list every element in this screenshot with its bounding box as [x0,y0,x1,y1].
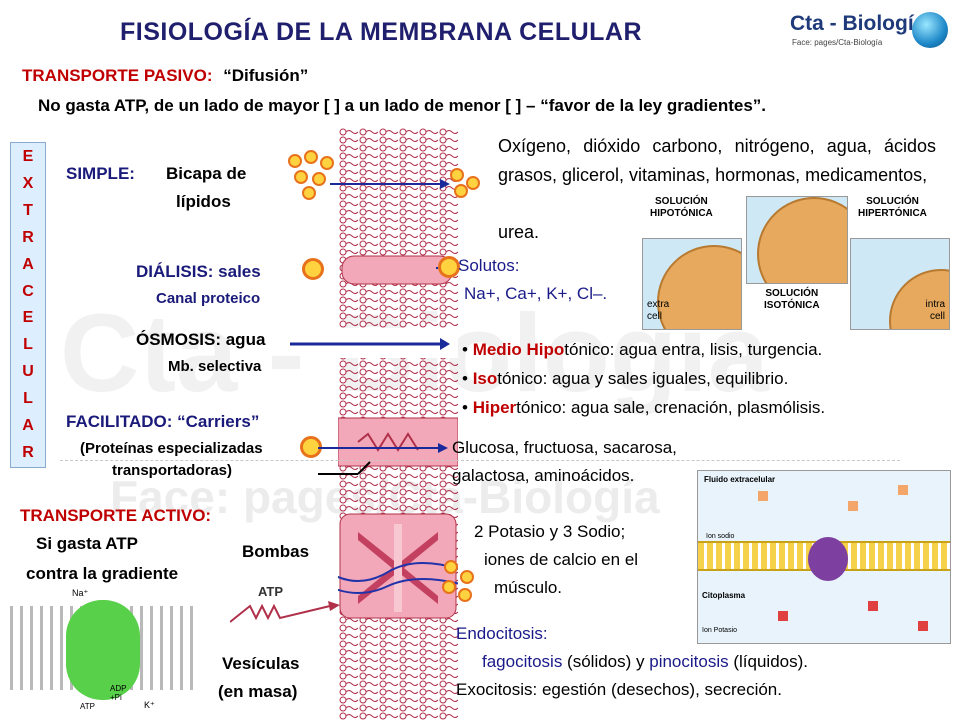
passive-description: No gasta ATP, de un lado de mayor [ ] a … [38,96,767,115]
osmosis-label: ÓSMOSIS: agua [136,330,266,349]
facilitado-arrows [318,443,448,475]
osmosis-sub: Mb. selectiva [168,358,262,375]
atp-label: ATP [258,584,284,599]
vesiculas-sub: (en masa) [218,682,298,701]
hypotonic-panel: extra cell [642,238,742,330]
passive-heading: TRANSPORTE PASIVO: [22,66,213,85]
dialisis-sub: Canal proteico [156,290,261,307]
pump-text1: 2 Potasio y 3 Sodio; [474,522,626,541]
facilitado-sub2: transportadoras) [112,462,233,479]
section-divider [60,460,900,461]
exocitosis-text: Exocitosis: egestión (desechos), secreci… [456,680,782,699]
facilitado-sub1: (Proteínas especializadas [80,440,263,457]
dialisis-solutes: Solutos: [458,256,520,275]
active-line1: Si gasta ATP [36,534,139,553]
endocitosis-label: Endocitosis: [456,624,548,643]
bombas-label: Bombas [242,542,310,561]
sodium-potassium-pump-panel: Fluido extracelular Ion sodio Citoplasma… [697,470,951,644]
hypotonic-label: SOLUCIÓN HIPOTÓNICA [650,196,713,219]
logo-subtitle: Face: pages/Cta-Biología [792,38,883,47]
page-title: FISIOLOGÍA DE LA MEMBRANA CELULAR [120,18,643,46]
bullet-isotonic: • Isotónico: agua y sales iguales, equil… [462,369,789,388]
pump-molecules [440,560,480,610]
molecule-cluster-right [448,160,488,200]
bullet-hypotonic: • Medio Hipotónico: agua entra, lisis, t… [462,340,823,359]
solute-dot-left [302,258,324,280]
membrane-illustration [338,128,458,720]
bullet-hypertonic: • Hipertónico: agua sale, crenación, pla… [462,398,826,417]
hypertonic-label: SOLUCIÓN HIPERTÓNICA [858,196,927,219]
logo-text: Cta - Biología [790,12,926,35]
osmosis-bullets: • Medio Hipotónico: agua entra, lisis, t… [462,338,825,425]
atp-arrow [230,601,340,623]
dialisis-label: DIÁLISIS: sales [136,262,261,281]
molecule-cluster-left [286,150,340,200]
facilitado-text2: galactosa, aminoácidos. [452,466,635,485]
dialisis-ions: Na+, Ca+, K+, Cl–. [464,284,608,303]
pump-text2: iones de calcio en el [484,550,639,569]
isotonic-label: SOLUCIÓN ISOTÓNICA [764,288,820,311]
osmosis-arrow [290,338,450,350]
active-line2: contra la gradiente [26,564,179,583]
simple-label: SIMPLE: [66,164,135,183]
hypertonic-panel: intra cell [850,238,950,330]
facilitado-text1: Glucosa, fructuosa, sacarosa, [452,438,677,457]
simple-text-end: urea. [498,222,540,242]
passive-heading-row: TRANSPORTE PASIVO: “Difusión” [22,66,308,86]
vesiculas-label: Vesículas [222,654,300,673]
pump-illustration-small: Na⁺ K⁺ ADP+Pi ATP [10,588,200,720]
simple-arrow [330,179,450,189]
solute-dot-right [438,256,460,278]
facilitado-label: FACILITADO: “Carriers” [66,412,260,431]
pump-text3: músculo. [494,578,563,597]
endocitosis-detail: fagocitosis (sólidos) y pinocitosis (líq… [482,652,808,671]
isotonic-panel [746,196,848,284]
simple-line2: lípidos [176,192,231,211]
globe-logo-icon [912,12,948,48]
passive-heading-quote: “Difusión” [223,66,309,85]
simple-text: Oxígeno, dióxido carbono, nitrógeno, agu… [498,136,936,185]
active-heading: TRANSPORTE ACTIVO: [20,506,212,525]
simple-line1: Bicapa de [166,164,247,183]
